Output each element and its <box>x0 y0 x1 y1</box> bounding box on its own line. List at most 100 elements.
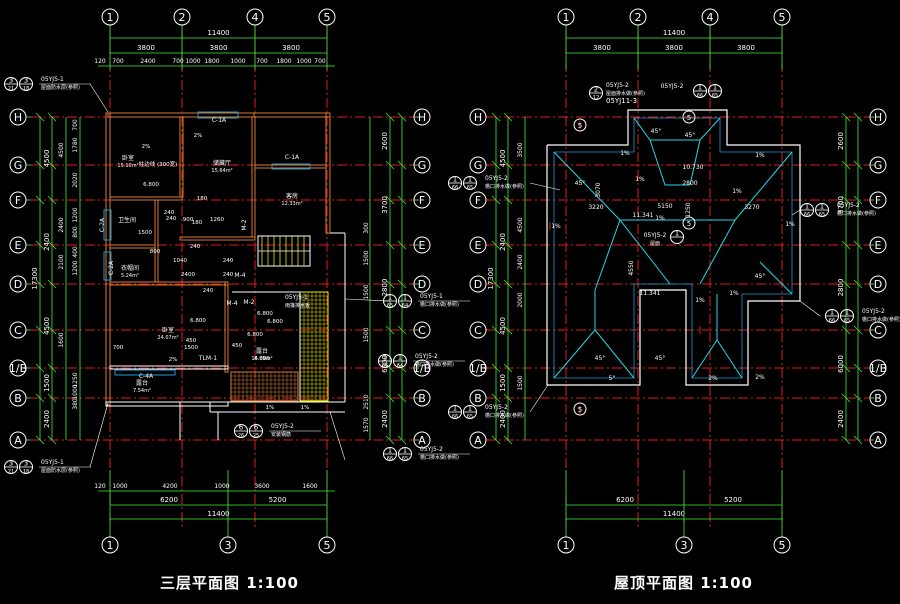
detail-callout-b-num: 1 <box>820 203 824 211</box>
detail-callout-a-sheet: 66 <box>452 414 458 420</box>
plan-label: 240 <box>223 272 234 278</box>
room-name: 卧室 <box>122 154 134 162</box>
dim-right-inner: 1500 <box>363 284 370 299</box>
plan-label: 180 <box>197 196 208 202</box>
wall-inner-7 <box>154 199 159 283</box>
axis-col-bubble-label: 2 <box>179 11 186 24</box>
dim-top-detail: 1800 <box>276 58 291 65</box>
detail-callout-a-num: 1 <box>388 294 392 302</box>
dim-tick <box>385 195 395 205</box>
axis-row-bubble-left-label: H <box>14 111 22 124</box>
dim-left-inner: 1780 <box>72 137 79 152</box>
axis-row-bubble-left-label: 1/B <box>469 362 487 375</box>
plan-label: 2400 <box>181 272 195 278</box>
room-name: 储藏厅 <box>213 159 231 167</box>
plan-label: 柱边线 (300宽) <box>139 160 178 168</box>
wall-right-upper <box>325 112 331 234</box>
dim-bottom-detail: 120 <box>94 483 106 490</box>
dim-tick <box>47 393 57 403</box>
wall-inner-4 <box>109 196 183 201</box>
dim-bottom-overall: 11400 <box>663 510 685 518</box>
dim-left-inner: 1200 <box>72 260 79 275</box>
axis-row-bubble-right-label: F <box>875 194 881 207</box>
detail-callout-b-sheet: 64 <box>397 363 403 369</box>
wall-inner-3 <box>254 164 327 169</box>
roof-label: 1% <box>785 221 795 228</box>
roof-hip <box>734 151 793 221</box>
detail-callout-a-sheet: 66 <box>387 456 393 462</box>
axis-col-bubble-bottom <box>219 536 237 554</box>
dim-top-span: 3800 <box>665 44 683 52</box>
dim-top-overall: 11400 <box>207 29 229 37</box>
dim-tick <box>503 112 513 122</box>
detail-callout-b-sheet: 18 <box>23 86 29 92</box>
axis-col-bubble-bottom-label: 1 <box>563 539 570 552</box>
dim-tick <box>47 363 57 373</box>
axis-row-bubble-left-label: E <box>15 239 22 252</box>
section-mark <box>573 402 587 416</box>
dim-left-inner: 700 <box>72 119 79 131</box>
dim-tick <box>853 160 863 170</box>
callout-desc: 檐口排水做(参照) <box>420 301 459 308</box>
axis-row-bubble-left <box>469 431 487 449</box>
plan-label: 1% <box>301 405 310 411</box>
roof-label: 2% <box>708 375 718 382</box>
detail-callout-b-sheet: 65 <box>819 212 825 218</box>
dim-left-inner: 2020 <box>72 172 79 187</box>
dim-tick <box>841 240 851 250</box>
axis-row-bubble-left-label: B <box>474 392 482 405</box>
dim-bottom-overall: 11400 <box>207 510 229 518</box>
callout-leader <box>529 182 561 191</box>
axis-col-bubble-bottom-label: 3 <box>225 539 232 552</box>
plan-label: 6.800 <box>190 318 206 324</box>
dim-tick <box>503 195 513 205</box>
dim-right-outer: 2600 <box>381 132 389 150</box>
dim-tick <box>385 112 395 122</box>
dim-tick <box>503 160 513 170</box>
callout-ref: 05YJ5-1 <box>41 459 64 466</box>
axis-col-bubble-bottom <box>773 536 791 554</box>
dim-bottom-detail: 1600 <box>302 483 317 490</box>
dim-left-inner: 2000 <box>517 292 524 307</box>
detail-callout-a-num: 1 <box>453 405 457 413</box>
callout-ref: 05YJ5-2 <box>837 202 860 209</box>
dim-left-inner: 4500 <box>517 217 524 232</box>
dim-right-outer: 6000 <box>381 355 389 373</box>
axis-row-bubble-right-label: A <box>874 434 882 447</box>
wall-bottom-left <box>105 401 229 407</box>
dim-tick <box>35 393 45 403</box>
dim-right-outer: 2800 <box>381 279 389 297</box>
plan-label: 700 <box>113 345 124 351</box>
axis-col-bubble-bottom <box>101 536 119 554</box>
dim-tick <box>853 325 863 335</box>
roof-hip <box>633 117 651 141</box>
axis-row-bubble-right-label: 1/B <box>869 362 887 375</box>
roof-label: 4550 <box>628 260 635 275</box>
callout-desc: 屋面 <box>650 241 660 247</box>
roof-label: 1% <box>755 152 765 159</box>
dim-tick <box>35 435 45 445</box>
dim-bottom-span: 6200 <box>616 496 634 504</box>
axis-row-bubble-left <box>469 275 487 293</box>
axis-row-bubble-left <box>469 321 487 339</box>
axis-col-bubble-bottom-label: 5 <box>324 539 331 552</box>
axis-col-bubble-bottom-label: 5 <box>779 539 786 552</box>
axis-row-bubble-right-label: G <box>874 159 883 172</box>
dim-left-inner2: 2400 <box>58 217 65 232</box>
axis-col-bubble <box>773 8 791 26</box>
dim-top-detail: 1000 <box>230 58 245 65</box>
dim-tick <box>853 195 863 205</box>
detail-callout-a-num: 6 <box>239 424 244 432</box>
detail-callout-a-num: 1 <box>805 203 809 211</box>
axis-col-bubble-label: 4 <box>252 11 259 24</box>
dim-tick <box>841 363 851 373</box>
room-area: 15.10m² <box>117 163 138 169</box>
window-label: M-4 <box>234 272 245 279</box>
dim-top-span: 3800 <box>210 44 228 52</box>
detail-callout-b-num: 1 <box>713 84 717 92</box>
plan-label: 1500 <box>138 230 152 236</box>
dim-tick <box>841 195 851 205</box>
dim-right-inner: 300 <box>363 222 370 234</box>
plan-label: 2% <box>142 144 151 150</box>
